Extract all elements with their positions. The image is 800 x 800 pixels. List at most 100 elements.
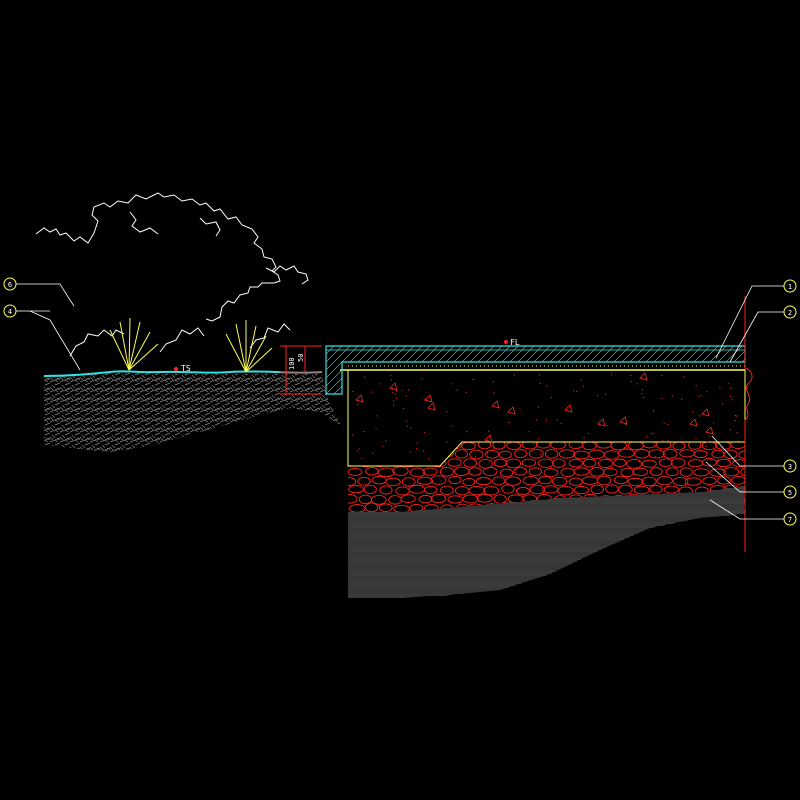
gravel-stone bbox=[392, 466, 409, 476]
gravel-stone bbox=[709, 468, 727, 477]
aggregate-chip bbox=[389, 382, 398, 391]
gravel-stone bbox=[722, 467, 740, 477]
fl-label: FL bbox=[510, 338, 520, 347]
aggregate-speck bbox=[706, 441, 708, 443]
aggregate-speck bbox=[390, 379, 393, 381]
gravel-stone bbox=[348, 468, 363, 476]
gravel-stone bbox=[430, 475, 447, 485]
aggregate-speck bbox=[641, 393, 643, 395]
gravel-stone bbox=[440, 485, 454, 496]
aggregate-speck bbox=[692, 411, 694, 413]
aggregate-speck bbox=[352, 390, 354, 393]
gravel-stone bbox=[371, 494, 387, 505]
ts-label: TS bbox=[181, 364, 191, 373]
gravel-stone bbox=[597, 475, 612, 486]
aggregate-chip bbox=[355, 394, 364, 403]
aggregate-speck bbox=[470, 442, 472, 444]
aggregate-speck bbox=[513, 374, 516, 376]
gravel-stone bbox=[603, 467, 618, 477]
aggregate-speck bbox=[410, 427, 412, 429]
aggregate-chip bbox=[507, 406, 516, 415]
aggregate-chip bbox=[639, 372, 648, 381]
aggregate-chip bbox=[484, 434, 493, 443]
gravel-stone bbox=[363, 484, 377, 494]
gravel-stone bbox=[573, 486, 590, 495]
aggregate-speck bbox=[626, 448, 628, 450]
gravel-stone bbox=[492, 442, 506, 450]
aggregate-speck bbox=[361, 457, 363, 459]
aggregate-speck bbox=[681, 398, 683, 400]
aggregate-speck bbox=[698, 395, 700, 397]
gravel-stone bbox=[476, 494, 493, 503]
gravel-stone bbox=[649, 467, 663, 476]
gravel-stone bbox=[627, 477, 644, 487]
callout-6: 6 bbox=[3, 277, 50, 291]
gravel-stone bbox=[416, 458, 432, 467]
gravel-stone bbox=[557, 485, 574, 496]
aggregate-speck bbox=[451, 425, 453, 427]
aggregate-speck bbox=[451, 383, 453, 385]
gravel-stone bbox=[528, 467, 542, 477]
gravel-stone bbox=[521, 458, 536, 467]
gravel-stone bbox=[357, 476, 371, 486]
aggregate-speck bbox=[407, 425, 409, 427]
gravel-stone bbox=[634, 449, 650, 459]
aggregate-speck bbox=[580, 379, 583, 381]
aggregate-speck bbox=[573, 390, 575, 392]
aggregate-speck bbox=[456, 445, 458, 448]
aggregate-speck bbox=[352, 434, 354, 436]
aggregate-speck bbox=[357, 450, 359, 452]
gravel-stone bbox=[462, 478, 476, 486]
aggregate-speck bbox=[472, 378, 474, 381]
gravel-stone bbox=[463, 458, 478, 468]
gravel-stone bbox=[499, 468, 514, 478]
aggregate-speck bbox=[604, 393, 607, 395]
aggregate-speck bbox=[492, 381, 494, 383]
gravel-stone bbox=[552, 458, 566, 468]
aggregate-speck bbox=[533, 443, 535, 445]
gravel-stone bbox=[498, 450, 512, 459]
gravel-stone bbox=[483, 486, 500, 496]
gravel-stone bbox=[655, 442, 672, 450]
aggregate-speck bbox=[624, 423, 627, 425]
callout-3-number: 3 bbox=[788, 463, 792, 471]
gravel-stone bbox=[551, 476, 568, 487]
gravel-stone bbox=[394, 448, 409, 458]
aggregate-speck bbox=[587, 432, 589, 435]
aggregate-speck bbox=[421, 378, 423, 380]
gravel-stone bbox=[538, 475, 552, 485]
gravel-stone bbox=[387, 457, 401, 467]
aggregate-speck bbox=[709, 435, 711, 438]
aggregate-speck bbox=[638, 461, 640, 463]
aggregate-speck bbox=[550, 397, 552, 399]
gravel-stone bbox=[439, 466, 454, 477]
gravel-stone bbox=[348, 442, 357, 450]
aggregate-speck bbox=[493, 392, 495, 394]
dimension-inner: 50 bbox=[297, 354, 305, 362]
gravel-stone bbox=[693, 450, 708, 459]
gravel-stone bbox=[348, 494, 358, 504]
gravel-stone bbox=[672, 476, 689, 487]
aggregate-speck bbox=[659, 457, 661, 459]
aggregate-speck bbox=[581, 442, 583, 444]
aggregate-speck bbox=[705, 445, 707, 447]
aggregate-chip bbox=[427, 402, 436, 411]
aggregate-speck bbox=[591, 440, 593, 442]
gravel-stone bbox=[632, 467, 649, 476]
aggregate-speck bbox=[405, 395, 407, 397]
gravel-stone bbox=[469, 449, 484, 460]
aggregate-chip bbox=[424, 394, 433, 403]
callout-7: 7 bbox=[783, 512, 797, 526]
gravel-stone bbox=[348, 457, 358, 467]
gravel-stone bbox=[357, 442, 371, 450]
aggregate-speck bbox=[392, 391, 394, 394]
aggregate-speck bbox=[466, 430, 468, 433]
aggregate-speck bbox=[661, 397, 663, 400]
gravel-stone bbox=[425, 449, 440, 458]
aggregate-speck bbox=[379, 383, 381, 385]
callout-2-number: 2 bbox=[788, 309, 792, 317]
aggregate-speck bbox=[358, 448, 360, 450]
aggregate-speck bbox=[719, 386, 721, 389]
aggregate-speck bbox=[683, 376, 685, 378]
callout-7-number: 7 bbox=[788, 516, 792, 524]
